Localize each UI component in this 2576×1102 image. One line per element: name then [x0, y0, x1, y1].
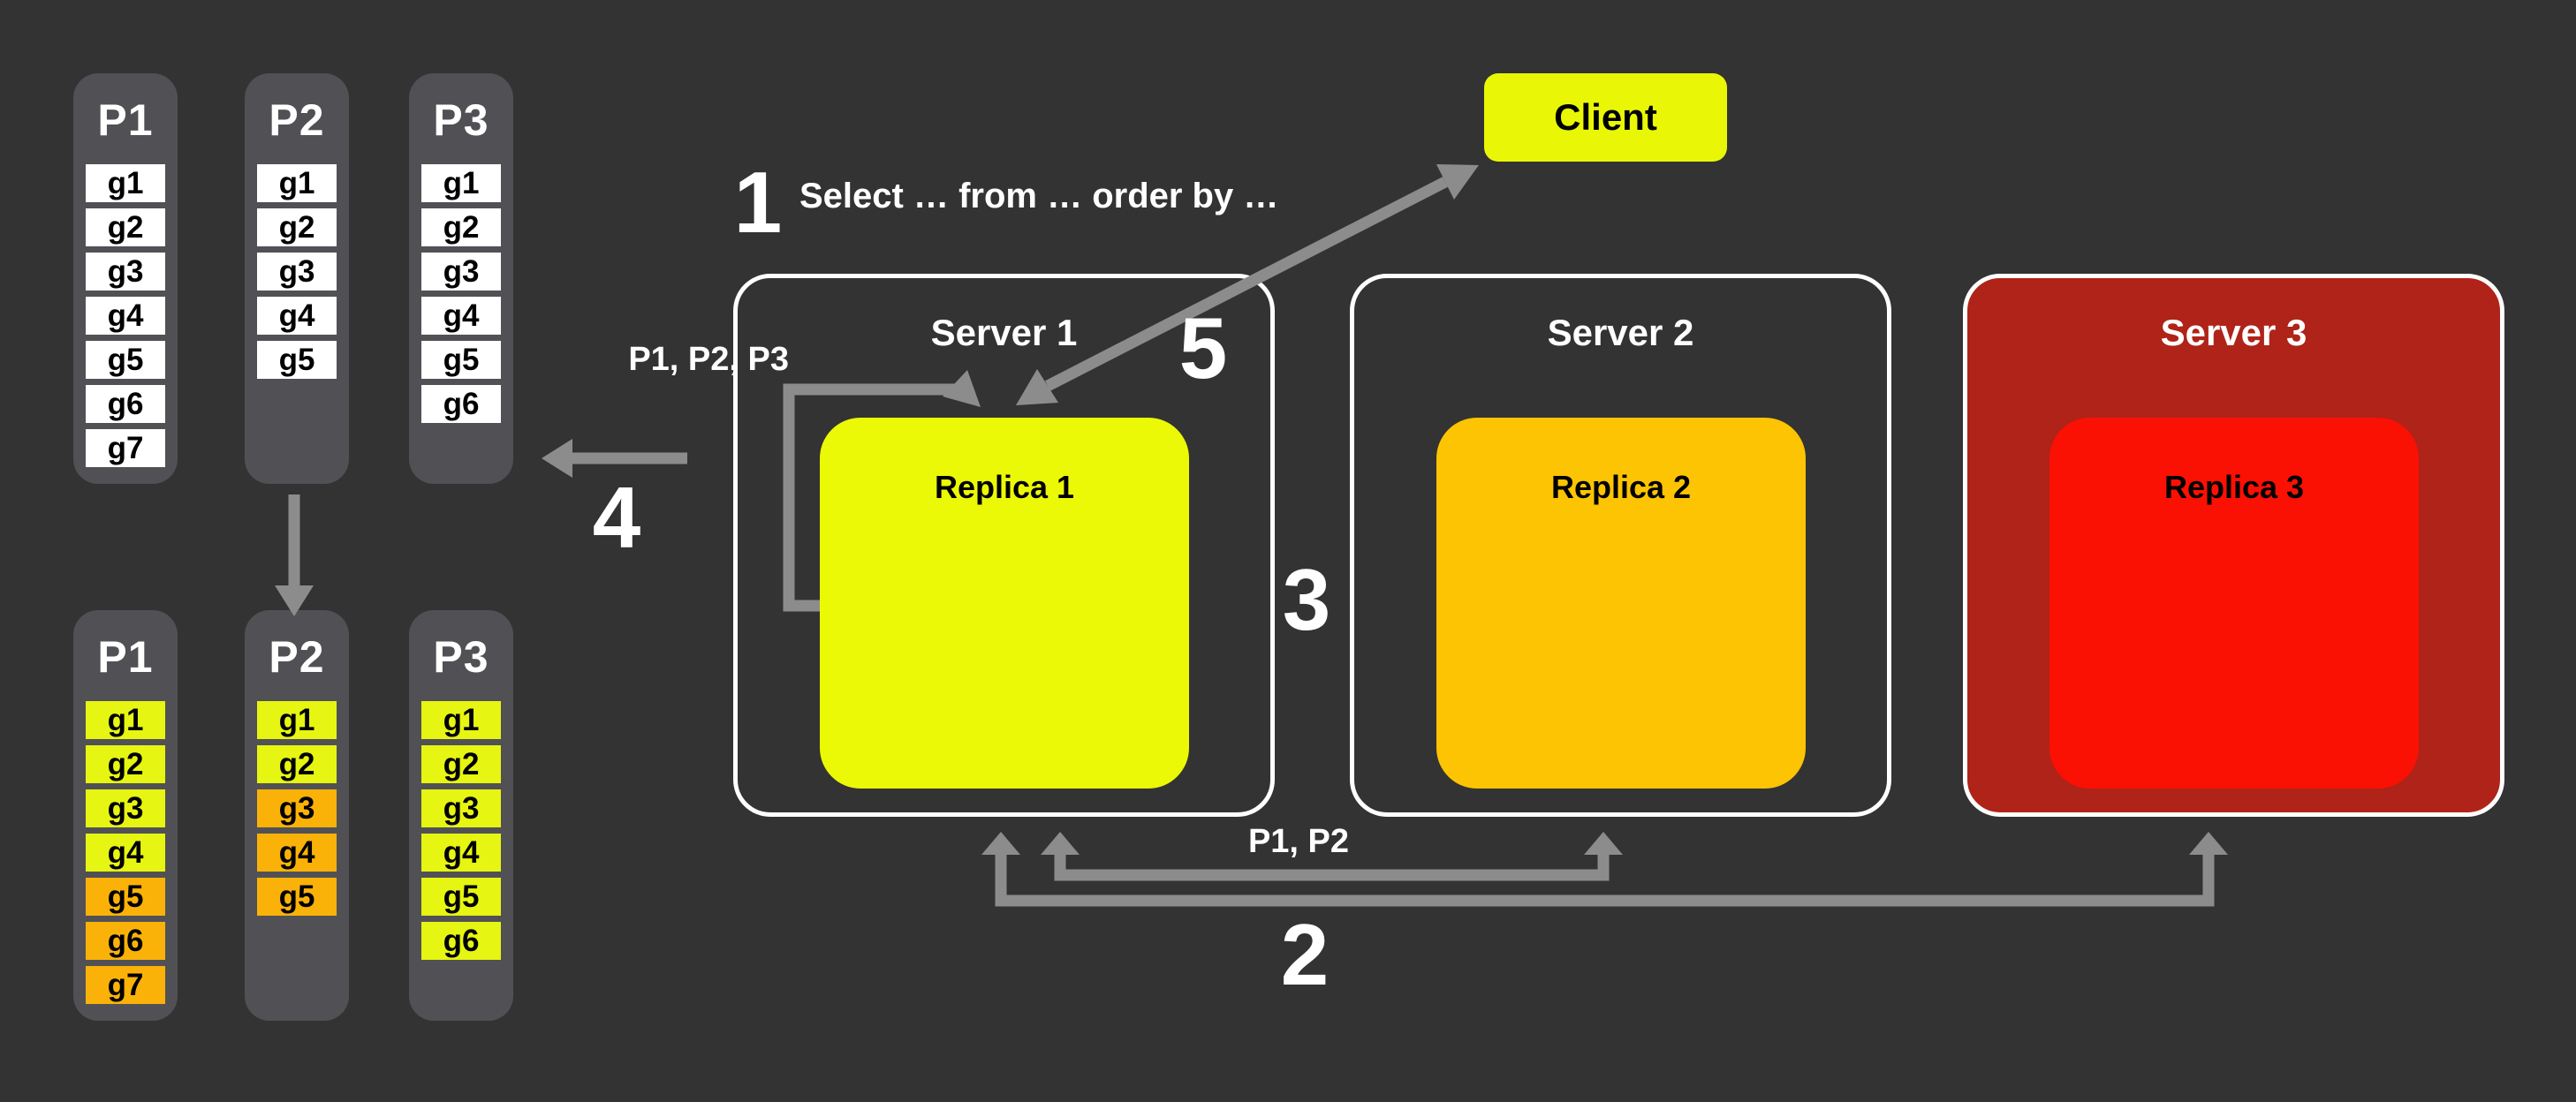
- server-3-box: Server 3 Replica 3: [1963, 274, 2504, 817]
- group-cell: g2: [421, 208, 501, 246]
- group-cell: g4: [257, 297, 337, 335]
- group-cell: g5: [257, 341, 337, 379]
- cell-list: g1 g2 g3 g4 g5 g6 g7: [86, 164, 165, 467]
- group-cell: g5: [421, 878, 501, 916]
- group-cell: g4: [421, 297, 501, 335]
- client-arrowhead-icon: [1436, 164, 1479, 200]
- step-1-number: 1: [733, 154, 783, 251]
- partition-column-sorted-p3: P3 g1 g2 g3 g4 g5 g6: [409, 610, 513, 1021]
- group-cell: g6: [421, 922, 501, 960]
- partition-title: P3: [433, 95, 489, 145]
- server-2-box: Server 2 Replica 2: [1350, 274, 1891, 817]
- server-3-title: Server 3: [2160, 312, 2307, 353]
- replica-2-label: Replica 2: [1550, 469, 1692, 505]
- group-cell: g6: [421, 385, 501, 423]
- replica-2-box: Replica 2: [1436, 418, 1806, 789]
- forwarded-partitions-label: P1, P2: [1247, 823, 1350, 860]
- group-cell: g3: [257, 789, 337, 827]
- group-cell: g2: [257, 745, 337, 783]
- group-cell: g3: [86, 253, 165, 291]
- up-arrowhead-icon: [2189, 832, 2228, 855]
- step-4-number: 4: [592, 469, 641, 566]
- left-arrowhead-icon: [542, 439, 572, 478]
- partition-title: P2: [269, 95, 325, 145]
- partition-column-unsorted-p2: P2 g1 g2 g3 g4 g5: [245, 73, 349, 484]
- group-cell: g7: [86, 966, 165, 1004]
- group-cell: g2: [257, 208, 337, 246]
- partition-column-unsorted-p1: P1 g1 g2 g3 g4 g5 g6 g7: [73, 73, 178, 484]
- cell-list: g1 g2 g3 g4 g5 g6 g7: [86, 701, 165, 1004]
- client-label: Client: [1554, 96, 1657, 138]
- group-cell: g5: [86, 341, 165, 379]
- group-cell: g3: [86, 789, 165, 827]
- partition-sort-arrow: [275, 494, 314, 616]
- group-cell: g1: [421, 164, 501, 202]
- group-cell: g5: [257, 878, 337, 916]
- up-arrowhead-icon: [1041, 832, 1080, 855]
- group-cell: g7: [86, 429, 165, 467]
- group-cell: g3: [421, 789, 501, 827]
- up-arrowhead-icon: [1584, 832, 1623, 855]
- query-label: Select … from … order by …: [799, 177, 1279, 215]
- replica-3-label: Replica 3: [2163, 469, 2305, 505]
- step-2-number: 2: [1280, 906, 1330, 1003]
- group-cell: g4: [86, 834, 165, 872]
- step-3-number: 3: [1282, 551, 1331, 648]
- group-cell: g3: [257, 253, 337, 291]
- group-cell: g4: [421, 834, 501, 872]
- client-box: Client: [1484, 73, 1727, 162]
- step-5-number: 5: [1178, 299, 1228, 396]
- cell-list: g1 g2 g3 g4 g5: [257, 701, 337, 916]
- group-cell: g2: [86, 208, 165, 246]
- server1-partitions-label: P1, P2, P3: [628, 341, 789, 378]
- partition-title: P3: [433, 632, 489, 682]
- partition-column-unsorted-p3: P3 g1 g2 g3 g4 g5 g6: [409, 73, 513, 484]
- group-cell: g6: [86, 385, 165, 423]
- group-cell: g5: [421, 341, 501, 379]
- group-cell: g6: [86, 922, 165, 960]
- cell-list: g1 g2 g3 g4 g5 g6: [421, 164, 501, 423]
- partition-column-sorted-p2: P2 g1 g2 g3 g4 g5: [245, 610, 349, 1021]
- server-1-box: Server 1 Replica 1: [733, 274, 1275, 817]
- cell-list: g1 g2 g3 g4 g5: [257, 164, 337, 379]
- partition-title: P1: [97, 95, 154, 145]
- group-cell: g4: [86, 297, 165, 335]
- group-cell: g1: [257, 164, 337, 202]
- replica-3-box: Replica 3: [2049, 418, 2419, 789]
- group-cell: g1: [421, 701, 501, 739]
- up-arrowhead-icon: [981, 832, 1020, 855]
- group-cell: g2: [421, 745, 501, 783]
- partition-title: P2: [269, 632, 325, 682]
- group-cell: g1: [86, 164, 165, 202]
- server-2-title: Server 2: [1547, 312, 1694, 353]
- group-cell: g3: [421, 253, 501, 291]
- cell-list: g1 g2 g3 g4 g5 g6: [421, 701, 501, 960]
- partition-column-sorted-p1: P1 g1 g2 g3 g4 g5 g6 g7: [73, 610, 178, 1021]
- replica-1-label: Replica 1: [934, 469, 1075, 505]
- group-cell: g4: [257, 834, 337, 872]
- group-cell: g5: [86, 878, 165, 916]
- group-cell: g2: [86, 745, 165, 783]
- step2-outer-bracket-arrow: [981, 832, 2228, 907]
- group-cell: g1: [86, 701, 165, 739]
- group-cell: g1: [257, 701, 337, 739]
- partition-title: P1: [97, 632, 154, 682]
- replica-1-box: Replica 1: [820, 418, 1189, 789]
